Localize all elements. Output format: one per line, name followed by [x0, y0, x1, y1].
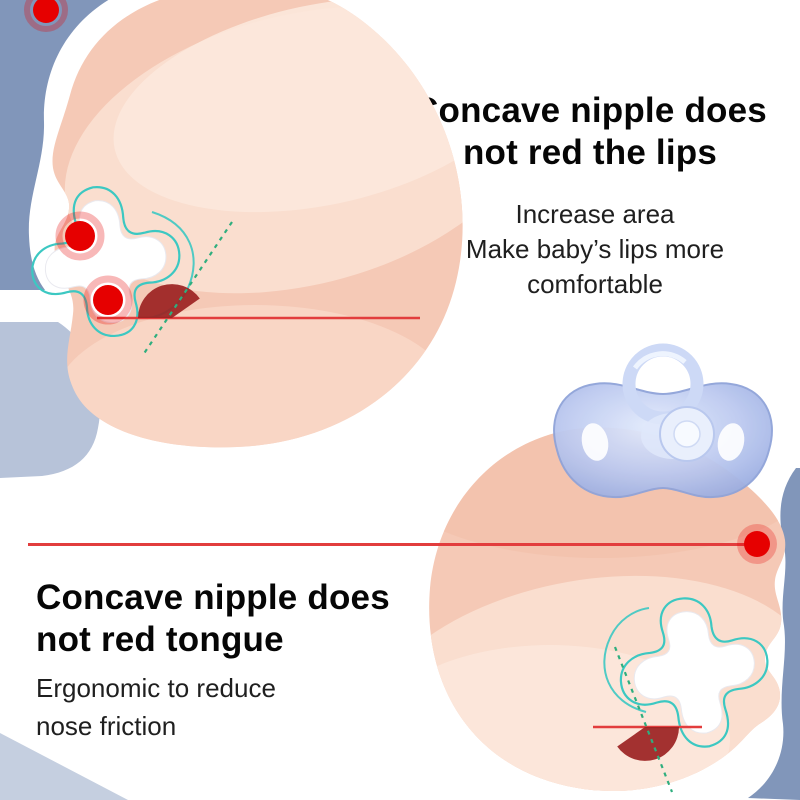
pacifier-product-photo [553, 343, 773, 499]
bottom-heading: Concave nipple does not red tongue [36, 578, 390, 659]
bottom-subtext: Ergonomic to reduce nose friction [36, 673, 276, 741]
pacifier-vent-hole [717, 423, 745, 461]
highlight-dot [744, 531, 770, 557]
angle-wedge-top [138, 284, 200, 318]
angle-wedge-bottom [617, 727, 679, 761]
highlight-dot [83, 275, 133, 325]
pacifier-teat-tip [673, 420, 701, 448]
hair-shape-bottom [748, 468, 800, 800]
pacifier-vent-hole [581, 423, 609, 461]
top-subtext: Increase area Make baby’s lips more comf… [465, 199, 725, 300]
highlight-dot [24, 0, 68, 32]
highlight-dot [55, 211, 105, 261]
pacifier-ring-highlight [632, 351, 687, 370]
tongue-outline-teal [603, 607, 650, 713]
dashed-angle-line-bottom [613, 646, 674, 793]
hair-shape-top [0, 0, 109, 290]
baby-profile-illustration-top [0, 0, 463, 478]
callout-line-middle [28, 543, 763, 546]
